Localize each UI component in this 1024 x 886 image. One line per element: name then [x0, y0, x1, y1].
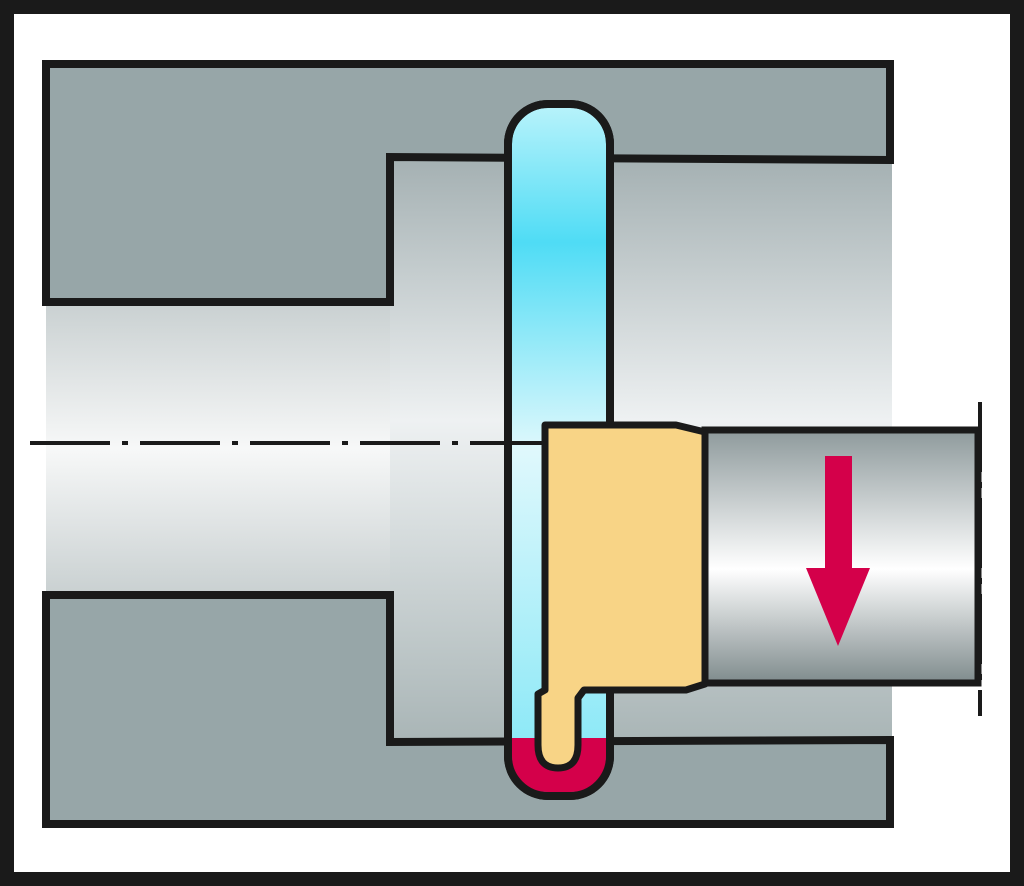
- workpiece-upper-section: [42, 60, 894, 306]
- small-bore: [46, 302, 390, 595]
- workpiece-lower-section: [42, 591, 894, 828]
- grooving-insert: [534, 421, 709, 772]
- feed-arrow-icon: [806, 456, 870, 646]
